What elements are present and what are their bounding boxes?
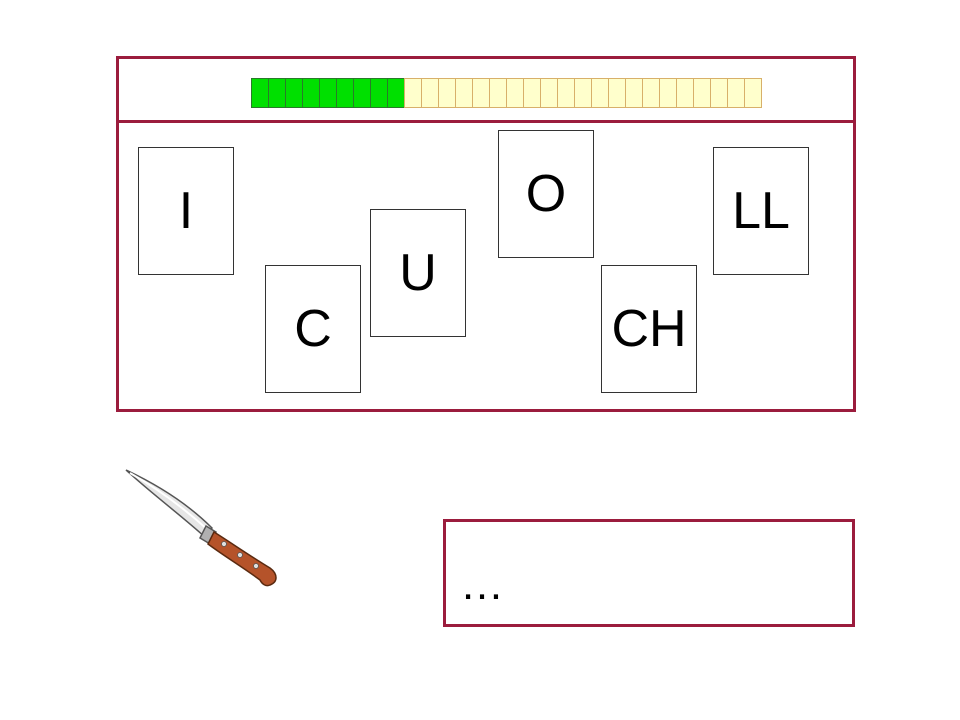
letter-card-ll[interactable]: LL: [713, 147, 809, 275]
progress-segment-pending: [404, 78, 422, 108]
letter-card-c[interactable]: C: [265, 265, 361, 393]
knife-icon: [125, 469, 277, 587]
progress-segment-pending: [506, 78, 524, 108]
progress-segment-done: [353, 78, 371, 108]
answer-box[interactable]: …: [443, 519, 855, 627]
progress-segment-pending: [574, 78, 592, 108]
progress-segment-done: [387, 78, 405, 108]
progress-segment-done: [251, 78, 269, 108]
progress-segment-done: [285, 78, 303, 108]
progress-segment-pending: [540, 78, 558, 108]
answer-text: …: [460, 560, 506, 609]
progress-segment-pending: [608, 78, 626, 108]
progress-segment-pending: [472, 78, 490, 108]
progress-segment-done: [302, 78, 320, 108]
progress-segment-pending: [693, 78, 711, 108]
progress-bar: [251, 78, 762, 108]
progress-segment-done: [319, 78, 337, 108]
progress-segment-pending: [727, 78, 745, 108]
progress-segment-pending: [676, 78, 694, 108]
progress-segment-pending: [489, 78, 507, 108]
progress-segment-done: [370, 78, 388, 108]
progress-segment-done: [336, 78, 354, 108]
progress-segment-pending: [710, 78, 728, 108]
progress-segment-pending: [421, 78, 439, 108]
letter-board: I C U O CH LL: [116, 56, 856, 412]
progress-segment-pending: [438, 78, 456, 108]
progress-segment-pending: [625, 78, 643, 108]
progress-segment-pending: [523, 78, 541, 108]
board-divider: [119, 120, 853, 123]
letter-card-o[interactable]: O: [498, 130, 594, 258]
progress-segment-pending: [591, 78, 609, 108]
progress-segment-pending: [744, 78, 762, 108]
letter-card-ch[interactable]: CH: [601, 265, 697, 393]
progress-segment-pending: [455, 78, 473, 108]
progress-segment-pending: [557, 78, 575, 108]
progress-segment-pending: [659, 78, 677, 108]
progress-segment-pending: [642, 78, 660, 108]
letter-card-i[interactable]: I: [138, 147, 234, 275]
letter-card-u[interactable]: U: [370, 209, 466, 337]
progress-segment-done: [268, 78, 286, 108]
